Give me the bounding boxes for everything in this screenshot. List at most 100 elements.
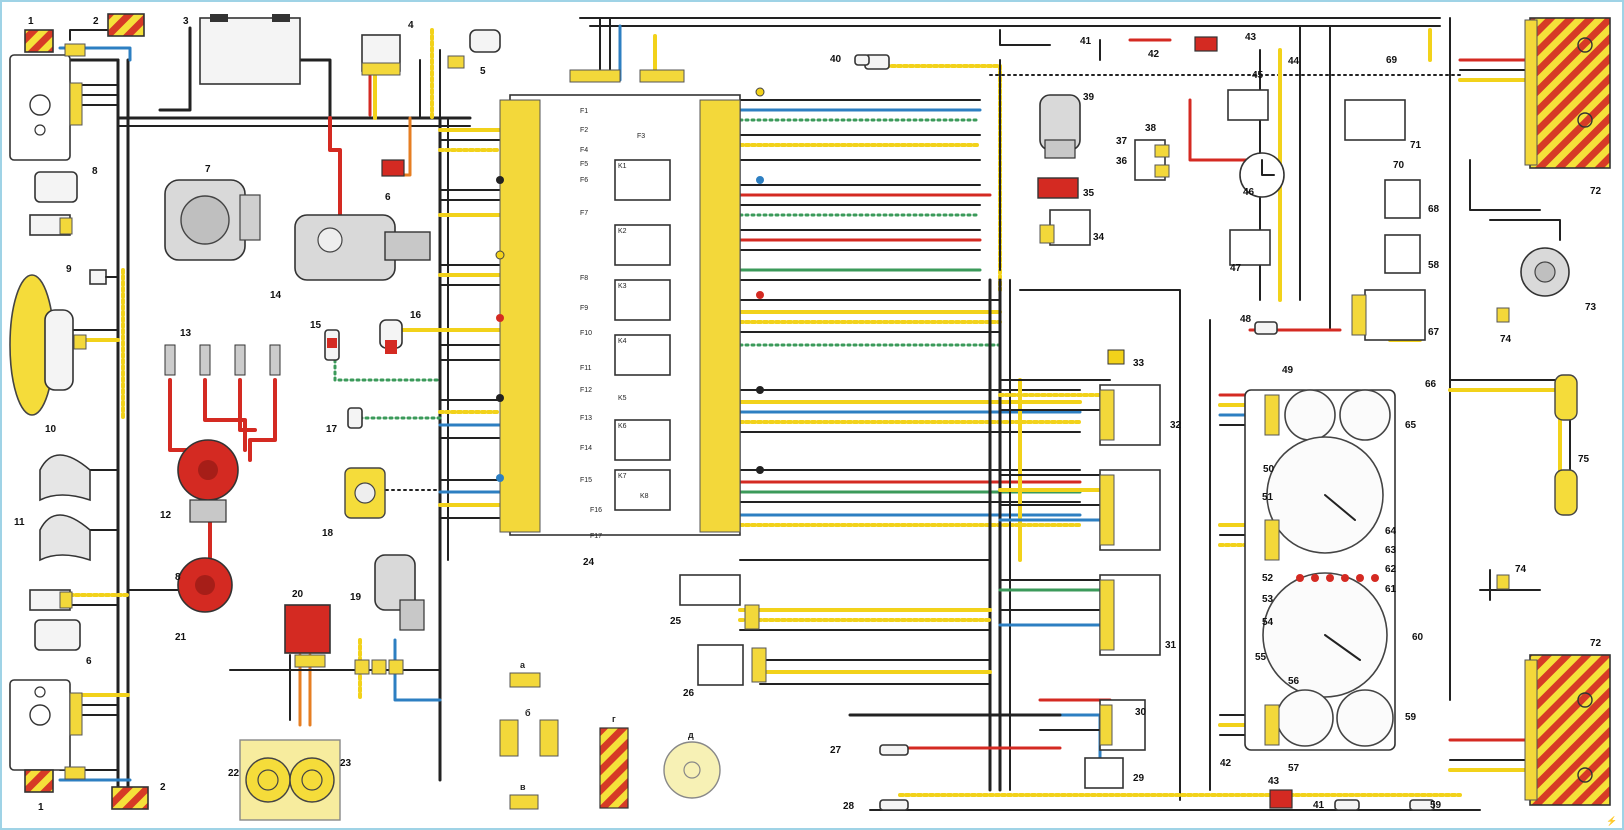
- horns: [39, 454, 91, 562]
- headlamp-front-right: [9, 679, 149, 810]
- label-c22: 22: [228, 768, 240, 779]
- label-c11: 11: [14, 517, 25, 528]
- label-c8a: 8: [92, 166, 98, 177]
- component-labels: 1 2 3 4 5 6 7 8 9 10 11 12 13 14 15 16 1…: [14, 16, 1602, 813]
- label-c56: 56: [1288, 676, 1300, 687]
- label-c41b: 41: [1313, 800, 1325, 811]
- label-c58: 58: [1428, 260, 1440, 271]
- label-c66: 66: [1425, 379, 1437, 390]
- label-c65: 65: [1405, 420, 1417, 431]
- hazard-switch: [1099, 384, 1161, 446]
- starter: [294, 214, 431, 281]
- ignition-switch: [1099, 699, 1146, 751]
- headlamp-front-left: [9, 54, 83, 161]
- label-c51: 51: [1262, 492, 1274, 503]
- label-c18: 18: [322, 528, 334, 539]
- label-c23: 23: [340, 758, 352, 769]
- fuse-labels: F1 F2 F3 F4 F5 F6 F7 F8 F9 F10 F11 F12 F…: [580, 108, 645, 540]
- label-c74b: 74: [1515, 564, 1527, 575]
- label-c68: 68: [1428, 204, 1440, 215]
- label-c74a: 74: [1500, 334, 1512, 345]
- label-c49: 49: [1282, 365, 1294, 376]
- warning-lamps-row: [1296, 574, 1379, 582]
- label-c62: 62: [1385, 564, 1397, 575]
- connector-detail-b: [499, 719, 559, 757]
- label-c42b: 42: [1220, 758, 1232, 769]
- connector-block-lower: [354, 659, 404, 675]
- label-c16: 16: [410, 310, 422, 321]
- ignition-relay: [361, 34, 401, 76]
- courtesy-lamp-switch-top: [1194, 36, 1218, 52]
- fuse-label: F12: [580, 387, 592, 394]
- washer-pumps: [239, 739, 341, 821]
- label-c45: 45: [1252, 70, 1264, 81]
- relay-label: K6: [618, 423, 627, 430]
- label-c27: 27: [830, 745, 842, 756]
- connector-detail-v: [509, 794, 539, 810]
- relay-label: K1: [618, 163, 627, 170]
- relay-k5: [614, 419, 671, 461]
- clock: [1239, 152, 1285, 198]
- label-c63: 63: [1385, 545, 1397, 556]
- label-c28: 28: [843, 801, 855, 812]
- coolant-temp-sensor: [324, 329, 340, 361]
- label-c36: 36: [1116, 156, 1128, 167]
- label-c17: 17: [326, 424, 338, 435]
- label-c5: 5: [480, 66, 486, 77]
- label-c40: 40: [830, 54, 842, 65]
- label-c73: 73: [1585, 302, 1597, 313]
- label-c19: 19: [350, 592, 362, 603]
- label-c24: 24: [583, 557, 595, 568]
- fog-lamp-top: [29, 171, 78, 236]
- label-c14: 14: [270, 290, 282, 301]
- fan-switch: [89, 269, 119, 285]
- connector-letters: а б в г д: [520, 660, 694, 792]
- wiring: [58, 17, 1571, 811]
- label-c6b: 6: [86, 656, 92, 667]
- ignition-switch-unit: [284, 604, 331, 668]
- connector-letter: д: [688, 730, 694, 740]
- label-c4: 4: [408, 20, 414, 31]
- label-c48: 48: [1240, 314, 1252, 325]
- connector-detail-a: [509, 672, 541, 688]
- label-c44: 44: [1288, 56, 1300, 67]
- label-c9: 9: [66, 264, 72, 275]
- fuse-label: F1: [580, 108, 588, 115]
- label-c15: 15: [310, 320, 322, 331]
- fuse-label: F16: [590, 507, 602, 514]
- label-c47: 47: [1230, 263, 1242, 274]
- label-c2b: 2: [160, 782, 166, 793]
- battery: [199, 14, 301, 85]
- label-c1a: 1: [28, 16, 34, 27]
- idle-valve: [447, 29, 501, 69]
- relay-label: K2: [618, 228, 627, 235]
- label-c33: 33: [1133, 358, 1145, 369]
- sensor-40: [854, 54, 870, 66]
- instrument-cluster: [1244, 389, 1396, 751]
- label-c53: 53: [1262, 594, 1274, 605]
- fuse-label: F5: [580, 161, 588, 168]
- label-c2a: 2: [93, 16, 99, 27]
- label-c70: 70: [1393, 160, 1405, 171]
- heater-resistor: [1037, 177, 1079, 199]
- label-c72a: 72: [1590, 186, 1602, 197]
- label-c54: 54: [1262, 617, 1274, 628]
- relay-k6: [614, 469, 671, 511]
- rear-lamp-bottom: [1524, 654, 1611, 806]
- label-c38: 38: [1145, 123, 1157, 134]
- fuse-label: F6: [580, 177, 588, 184]
- label-c29: 29: [1133, 773, 1145, 784]
- label-c20: 20: [292, 589, 304, 600]
- rear-window-heater-switch: [1134, 139, 1170, 181]
- label-c26: 26: [683, 688, 695, 699]
- label-c60: 60: [1412, 632, 1424, 643]
- fuse-box-top-connectors: [569, 69, 685, 83]
- reverse-switch-74: [1496, 307, 1510, 590]
- label-c35: 35: [1083, 188, 1095, 199]
- heater-switch: [1039, 209, 1091, 246]
- label-c64: 64: [1385, 526, 1397, 537]
- fuse-label: F7: [580, 210, 588, 217]
- label-c34: 34: [1093, 232, 1105, 243]
- glovebox-lamp: [1227, 89, 1269, 121]
- light-turn-switch: [1099, 574, 1161, 656]
